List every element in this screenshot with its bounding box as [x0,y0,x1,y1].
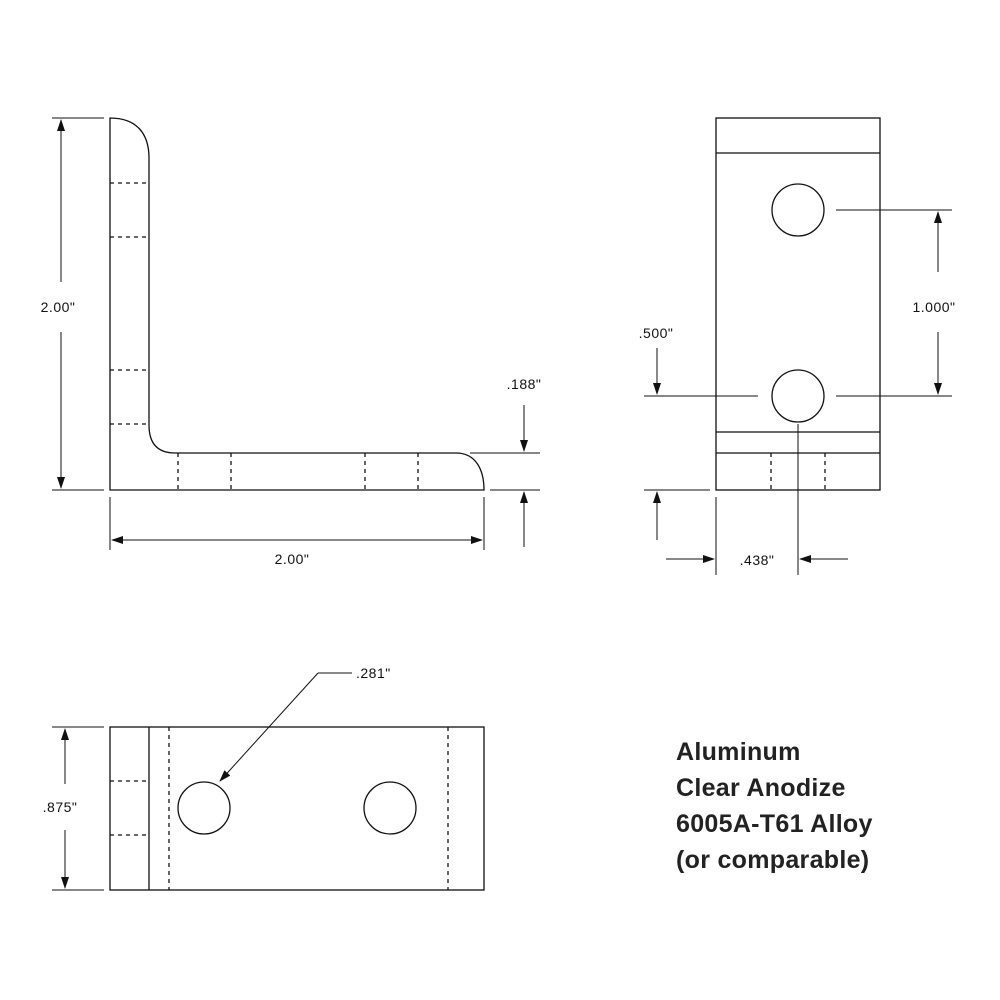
hidden-lines-end-view [770,453,826,490]
hole-diameter-leader [219,672,352,782]
end-view [644,117,952,575]
material-note-line: 6005A-T61 Alloy [676,810,873,838]
material-note: Aluminum Clear Anodize 6005A-T61 Alloy (… [676,734,873,878]
side-height-label: 2.00" [41,299,76,315]
top-view [52,672,485,891]
left-slot-hole [177,781,231,835]
extension-lines-end [644,209,952,575]
material-note-line: (or comparable) [676,846,870,874]
top-width-label: .875" [43,799,78,815]
upper-hole [771,183,825,237]
side-view [52,117,540,550]
end-hole-spacing-label: 1.000" [912,299,955,315]
top-hole-diameter-label: .281" [356,665,391,681]
lower-hole [771,369,825,423]
bracket-profile [109,117,485,491]
hidden-lines-top-view [110,727,449,890]
right-slot-hole [363,781,417,835]
material-note-line: Aluminum [676,738,801,766]
top-view-outline [109,726,485,891]
side-thickness-label: .188" [507,376,542,392]
side-width-label: 2.00" [275,551,310,567]
end-center-offset-label: .438" [740,552,775,568]
hidden-lines-horizontal-leg [177,453,419,490]
end-edge-offset-label: .500" [639,325,674,341]
extension-lines-side [52,117,540,550]
hidden-lines-vertical-leg [110,182,149,425]
extension-lines-top [52,726,104,891]
material-note-line: Clear Anodize [676,774,846,802]
